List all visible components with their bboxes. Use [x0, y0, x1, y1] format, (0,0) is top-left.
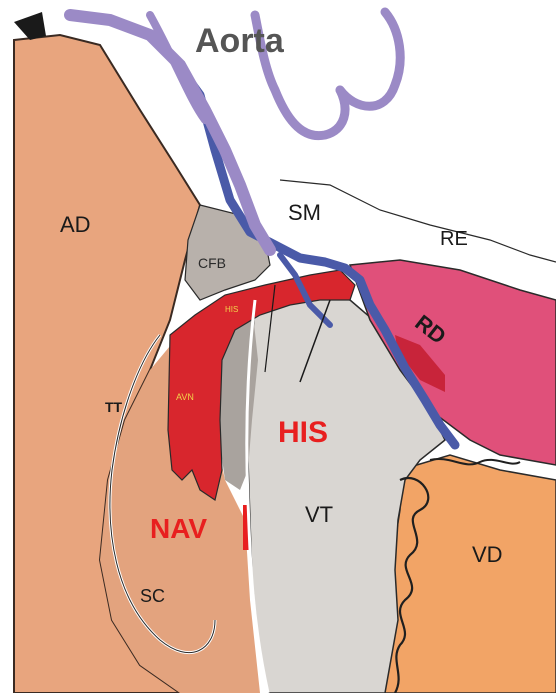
- label-sc: SC: [140, 586, 165, 606]
- label-ad: AD: [60, 212, 91, 237]
- label-nav: NAV: [150, 513, 207, 544]
- label-his-small: HIS: [225, 305, 238, 314]
- label-avn: AVN: [176, 392, 194, 402]
- label-vt: VT: [305, 502, 333, 527]
- label-tt: TT: [105, 399, 123, 415]
- label-his: HIS: [278, 416, 328, 449]
- label-aorta: Aorta: [195, 22, 285, 60]
- right-ventricle-region: [380, 455, 556, 693]
- label-re: RE: [440, 228, 468, 250]
- label-vd: VD: [472, 542, 503, 567]
- label-cfb: CFB: [198, 255, 226, 271]
- label-sm: SM: [288, 200, 321, 225]
